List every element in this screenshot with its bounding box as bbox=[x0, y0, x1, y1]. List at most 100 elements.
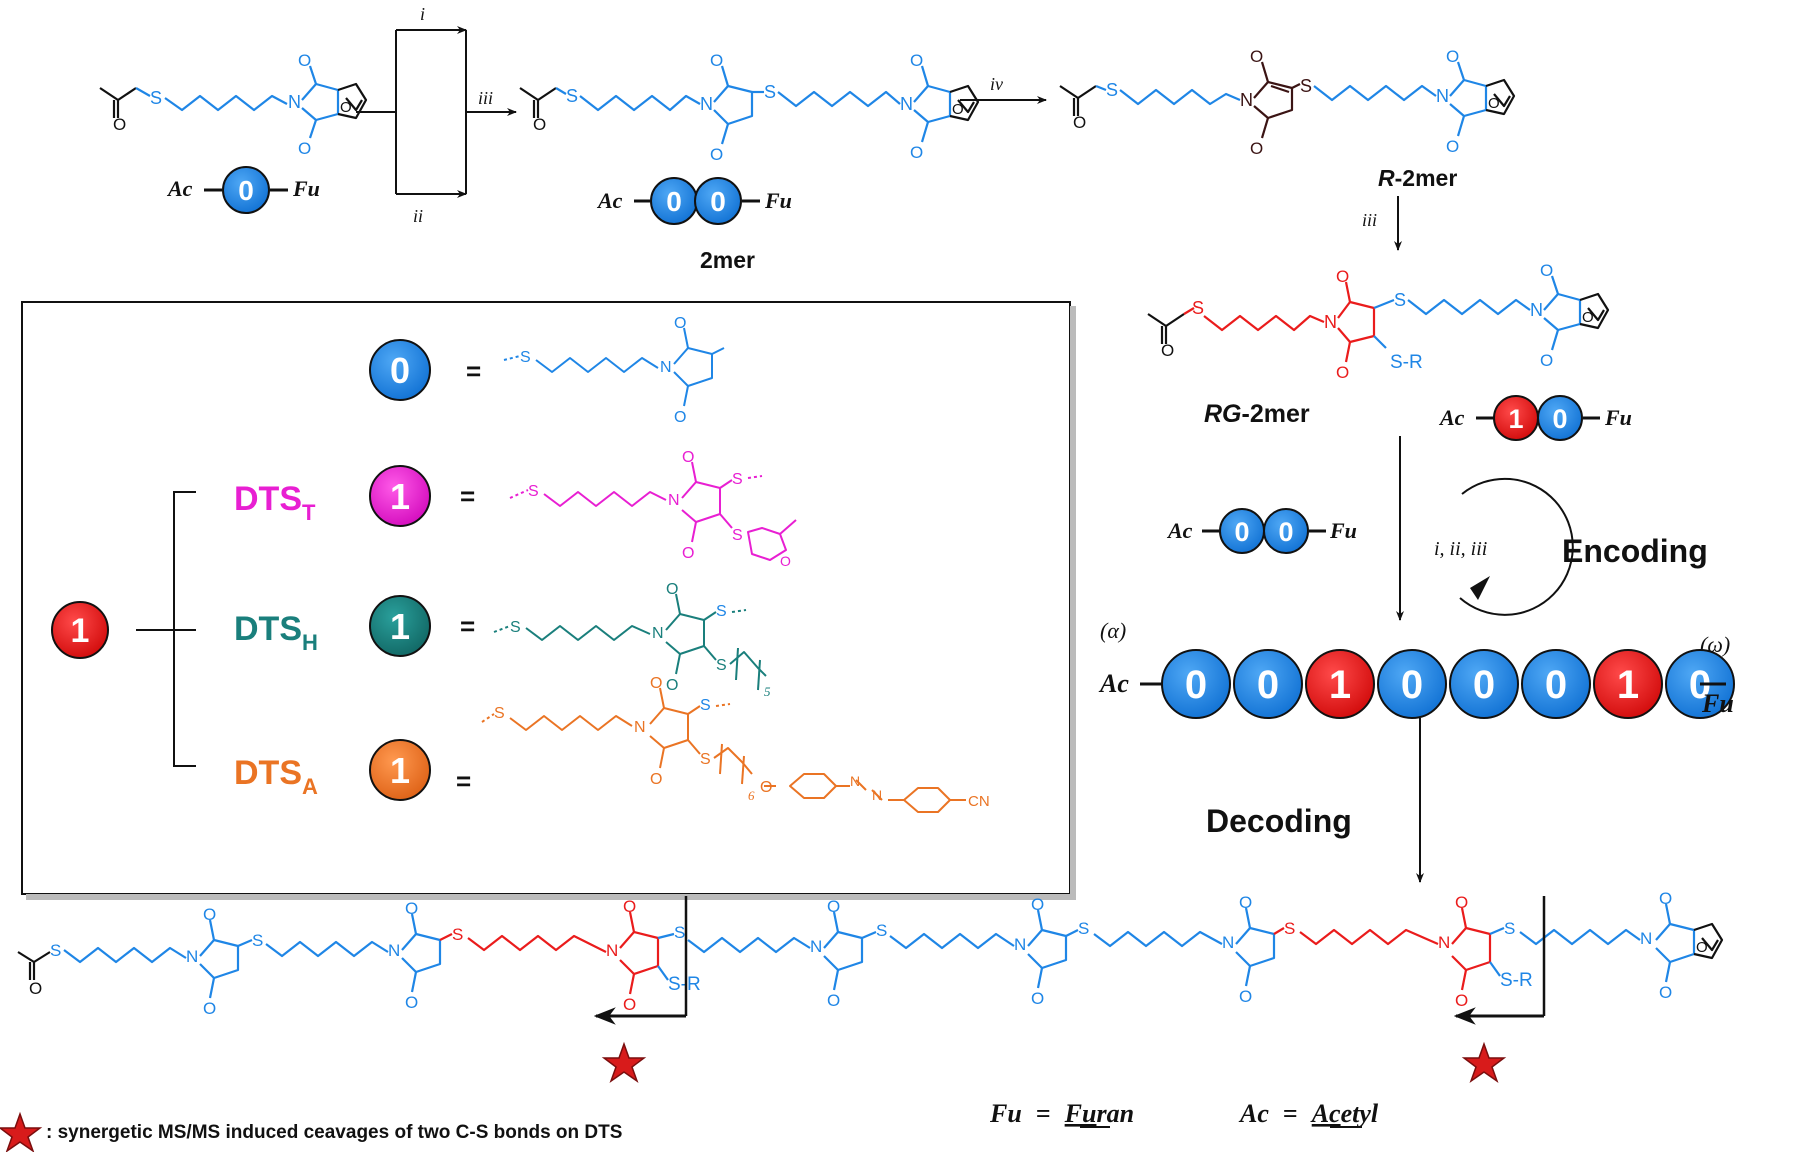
unit-zero-bead bbox=[1537, 395, 1583, 441]
atom-n: N bbox=[288, 92, 301, 112]
bead-label: 0 bbox=[1234, 517, 1249, 547]
atom-o: O bbox=[1336, 363, 1349, 382]
atom-s: S bbox=[700, 751, 711, 768]
sr-group: S-R bbox=[1390, 352, 1423, 373]
atom-s: S bbox=[452, 925, 463, 944]
bead-label: 1 bbox=[71, 612, 90, 650]
dts-t-bead bbox=[369, 465, 431, 527]
atom-o: O bbox=[666, 581, 678, 598]
atom-n: N bbox=[660, 359, 672, 376]
atom-s: S bbox=[150, 88, 162, 108]
atom-o: O bbox=[827, 897, 840, 916]
fu-end-label: Fu bbox=[292, 176, 320, 201]
repeat-count: 5 bbox=[764, 684, 771, 699]
star-icon bbox=[1461, 1041, 1507, 1083]
atom-o: O bbox=[1696, 939, 1708, 956]
bead-label: 0 bbox=[666, 186, 682, 217]
atom-o: O bbox=[1540, 351, 1553, 370]
ac-def-lhs: Ac bbox=[1238, 1099, 1269, 1128]
atom-s: S bbox=[566, 86, 578, 106]
cycle-steps-label: i, ii, iii bbox=[1434, 538, 1487, 560]
atom-n: N bbox=[388, 941, 400, 960]
atom-s: S bbox=[1192, 298, 1204, 318]
sequence-bead-zero bbox=[1377, 649, 1447, 719]
bead-label: 0 bbox=[1278, 517, 1293, 547]
atom-o: O bbox=[203, 999, 216, 1018]
ac-end-label: Ac bbox=[1098, 669, 1129, 698]
repeat-count: 6 bbox=[748, 788, 755, 803]
atom-o: O bbox=[1455, 893, 1468, 912]
dimer-title: 2mer bbox=[700, 247, 755, 273]
atom-s: S bbox=[700, 697, 711, 714]
atom-n: N bbox=[668, 492, 680, 509]
atom-o: O bbox=[298, 139, 311, 158]
atom-o: O bbox=[650, 771, 662, 788]
fu-def-eq: = bbox=[1036, 1099, 1051, 1128]
atom-n: N bbox=[186, 947, 198, 966]
sr-group: S-R bbox=[1500, 970, 1533, 991]
atom-o: O bbox=[533, 115, 546, 134]
step-iv-label: iv bbox=[990, 74, 1003, 94]
bead-label: 0 bbox=[1552, 404, 1567, 434]
svg-text:RG-2mer: RG-2mer bbox=[1204, 400, 1310, 428]
atom-n: N bbox=[810, 937, 822, 956]
cleavage-marker-right bbox=[1453, 896, 1546, 1083]
atom-o: O bbox=[1446, 137, 1459, 156]
svg-text:R-2mer: R-2mer bbox=[1378, 165, 1457, 191]
atom-o: O bbox=[203, 905, 216, 924]
atom-n: N bbox=[606, 941, 618, 960]
legend-unit-zero-bead bbox=[369, 339, 431, 401]
rg-suffix: -2mer bbox=[1242, 400, 1310, 428]
fu-end-label: Fu bbox=[1701, 689, 1734, 718]
equals-sign: = bbox=[460, 481, 475, 511]
atom-s: S bbox=[716, 657, 727, 674]
atom-o: O bbox=[1455, 991, 1468, 1010]
sequence-bead-one bbox=[1593, 649, 1663, 719]
rg-prefix: RG bbox=[1204, 400, 1242, 428]
polymer-atom-labels: O S N O O S N O O S N O O S N O O S N O … bbox=[29, 889, 1708, 1018]
atom-s: S bbox=[1284, 919, 1295, 938]
atom-o: O bbox=[298, 51, 311, 70]
dts-h-label: DTSH bbox=[234, 610, 318, 655]
equals-sign: = bbox=[466, 356, 481, 386]
atom-s: S bbox=[732, 471, 743, 488]
atom-o: O bbox=[1540, 261, 1553, 280]
cyano-group: CN bbox=[968, 793, 990, 810]
atom-o: O bbox=[1073, 113, 1086, 132]
atom-o: O bbox=[674, 315, 686, 332]
atom-s: S bbox=[528, 483, 539, 500]
dts-h-base: DTS bbox=[234, 610, 302, 648]
atom-s: S bbox=[1504, 919, 1515, 938]
sequence-bead-label: 0 bbox=[1257, 663, 1279, 707]
sequence-bead-zero bbox=[1521, 649, 1591, 719]
sequence-bead-label: 0 bbox=[1473, 663, 1495, 707]
atom-s: S bbox=[1300, 76, 1312, 96]
atom-s: S bbox=[252, 931, 263, 950]
atom-n: N bbox=[1222, 933, 1234, 952]
atom-o: O bbox=[29, 979, 42, 998]
rg-dimer-title: RG-2mer bbox=[1204, 400, 1310, 428]
atom-o: O bbox=[1031, 895, 1044, 914]
encoding-label: Encoding bbox=[1562, 533, 1708, 569]
atom-o: O bbox=[113, 115, 126, 134]
equals-sign: = bbox=[460, 611, 475, 641]
fu-def-rhs-rest: ran bbox=[1096, 1099, 1134, 1128]
star-icon bbox=[601, 1041, 647, 1083]
atom-n: N bbox=[1324, 312, 1337, 332]
atom-n: N bbox=[1438, 933, 1450, 952]
fu-def-rhs-u: Fu bbox=[1064, 1099, 1097, 1128]
bead-label: 1 bbox=[390, 750, 410, 791]
step-ii-label: ii bbox=[413, 206, 423, 226]
sequence-bead-label: 1 bbox=[1329, 663, 1351, 707]
footnote-text: : synergetic MS/MS induced ceavages of t… bbox=[46, 1122, 622, 1143]
atom-n: N bbox=[850, 773, 860, 789]
bead-label: 0 bbox=[238, 175, 254, 206]
step-iii-b-label: iii bbox=[1362, 210, 1377, 230]
dts-t-label: DTST bbox=[234, 480, 316, 525]
sequence-bead-label: 0 bbox=[1185, 663, 1207, 707]
atom-s: S bbox=[510, 619, 521, 636]
sequence-bead-label: 0 bbox=[1401, 663, 1423, 707]
monomer-bead-label: Ac 0 Fu bbox=[166, 166, 320, 214]
